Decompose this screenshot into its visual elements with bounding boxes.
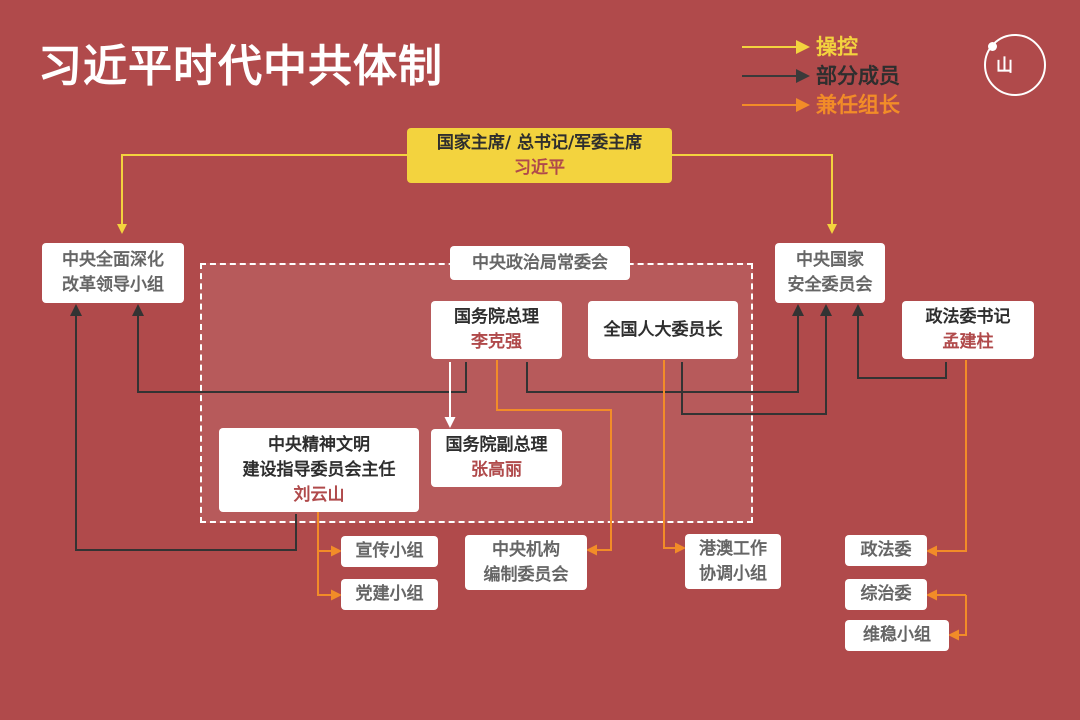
member-arrow-premier-reform <box>132 304 467 393</box>
member-arrow-premier-security <box>526 304 804 393</box>
node-propaganda-group: 宣传小组 <box>341 536 438 567</box>
legend-label: 操控 <box>816 35 858 59</box>
node-propaganda-label: 宣传小组 <box>355 541 424 561</box>
node-zhengfawei: 政法委 <box>845 535 927 566</box>
logo-mark: 山 <box>996 56 1013 76</box>
node-weiwen-label: 维稳小组 <box>863 625 931 645</box>
legend-item-member: 部分成员 <box>740 63 940 89</box>
node-npc-chairman: 全国人大委员长 <box>588 301 738 359</box>
node-reform-group: 中央全面深化 改革领导小组 <box>42 243 184 303</box>
node-legal-name: 孟建柱 <box>942 332 994 352</box>
node-partybuild-label: 党建小组 <box>355 584 424 604</box>
node-zongzhiwei-label: 综治委 <box>860 584 912 604</box>
node-partybuild-group: 党建小组 <box>341 579 438 610</box>
node-standing-label: 中央政治局常委会 <box>472 252 608 273</box>
node-vicepremier-name: 张高丽 <box>471 460 522 480</box>
logo-dot <box>988 42 997 51</box>
node-premier: 国务院总理 李克强 <box>431 301 562 359</box>
leader-arrow-partybuild <box>317 551 342 601</box>
legend-item-control: 操控 <box>740 34 940 60</box>
member-arrow-npc-security <box>681 304 832 415</box>
leader-arrow-staffing <box>496 360 612 556</box>
legend: 操控 部分成员 兼任组长 <box>740 30 940 122</box>
leader-arrow-weiwen <box>948 595 967 641</box>
member-arrow-civil-reform <box>70 304 297 551</box>
node-zongzhiwei: 综治委 <box>845 579 927 610</box>
leader-arrow-zhengfawei <box>926 360 967 557</box>
node-legal-secretary: 政法委书记 孟建柱 <box>902 301 1034 359</box>
yellow-arrow-icon <box>742 40 810 54</box>
node-vice-premier: 国务院副总理 张高丽 <box>431 429 562 487</box>
legend-label: 兼任组长 <box>816 93 900 117</box>
orange-arrow-icon <box>742 98 810 112</box>
node-civilization-committee: 中央精神文明 建设指导委员会主任 刘云山 <box>219 428 419 512</box>
node-top-name: 习近平 <box>514 157 565 178</box>
brand-logo: 山 <box>984 34 1046 96</box>
leader-arrow-hkmacau <box>663 360 686 554</box>
node-staffing-line2: 编制委员会 <box>483 564 569 585</box>
node-reform-line2: 改革领导小组 <box>62 275 164 295</box>
node-reform-line1: 中央全面深化 <box>62 250 164 270</box>
control-arrow-reform <box>117 154 407 234</box>
dark-arrow-icon <box>742 69 810 83</box>
node-staffing-commission: 中央机构 编制委员会 <box>465 535 587 590</box>
node-vicepremier-role: 国务院副总理 <box>445 435 548 455</box>
node-hkmacau-group: 港澳工作 协调小组 <box>685 534 781 589</box>
node-premier-name: 李克强 <box>471 332 522 352</box>
node-security-commission: 中央国家 安全委员会 <box>775 243 885 303</box>
node-zhengfawei-label: 政法委 <box>860 540 912 560</box>
node-npc-role: 全国人大委员长 <box>603 319 723 340</box>
node-staffing-line1: 中央机构 <box>492 539 560 560</box>
node-security-line2: 安全委员会 <box>787 275 873 295</box>
node-premier-role: 国务院总理 <box>454 307 539 327</box>
legend-item-leader: 兼任组长 <box>740 92 940 118</box>
legend-label: 部分成员 <box>816 64 900 88</box>
node-civil-name: 刘云山 <box>293 484 345 505</box>
member-arrow-legal-security <box>852 304 947 379</box>
node-security-line1: 中央国家 <box>796 250 864 270</box>
control-arrow-security <box>672 154 837 234</box>
node-legal-role: 政法委书记 <box>925 307 1011 327</box>
node-top-role: 国家主席/ 总书记/军委主席 <box>436 132 643 153</box>
node-top-leader: 国家主席/ 总书记/军委主席 习近平 <box>407 128 672 183</box>
node-civil-line2: 建设指导委员会主任 <box>242 459 396 480</box>
leader-arrow-propaganda <box>317 512 342 557</box>
node-hkmacau-line2: 协调小组 <box>699 563 767 584</box>
node-weiwen-group: 维稳小组 <box>845 620 949 651</box>
page-title: 习近平时代中共体制 <box>38 41 443 92</box>
node-hkmacau-line1: 港澳工作 <box>699 538 767 559</box>
node-standing-committee: 中央政治局常委会 <box>450 246 630 280</box>
node-civil-line1: 中央精神文明 <box>268 434 370 455</box>
